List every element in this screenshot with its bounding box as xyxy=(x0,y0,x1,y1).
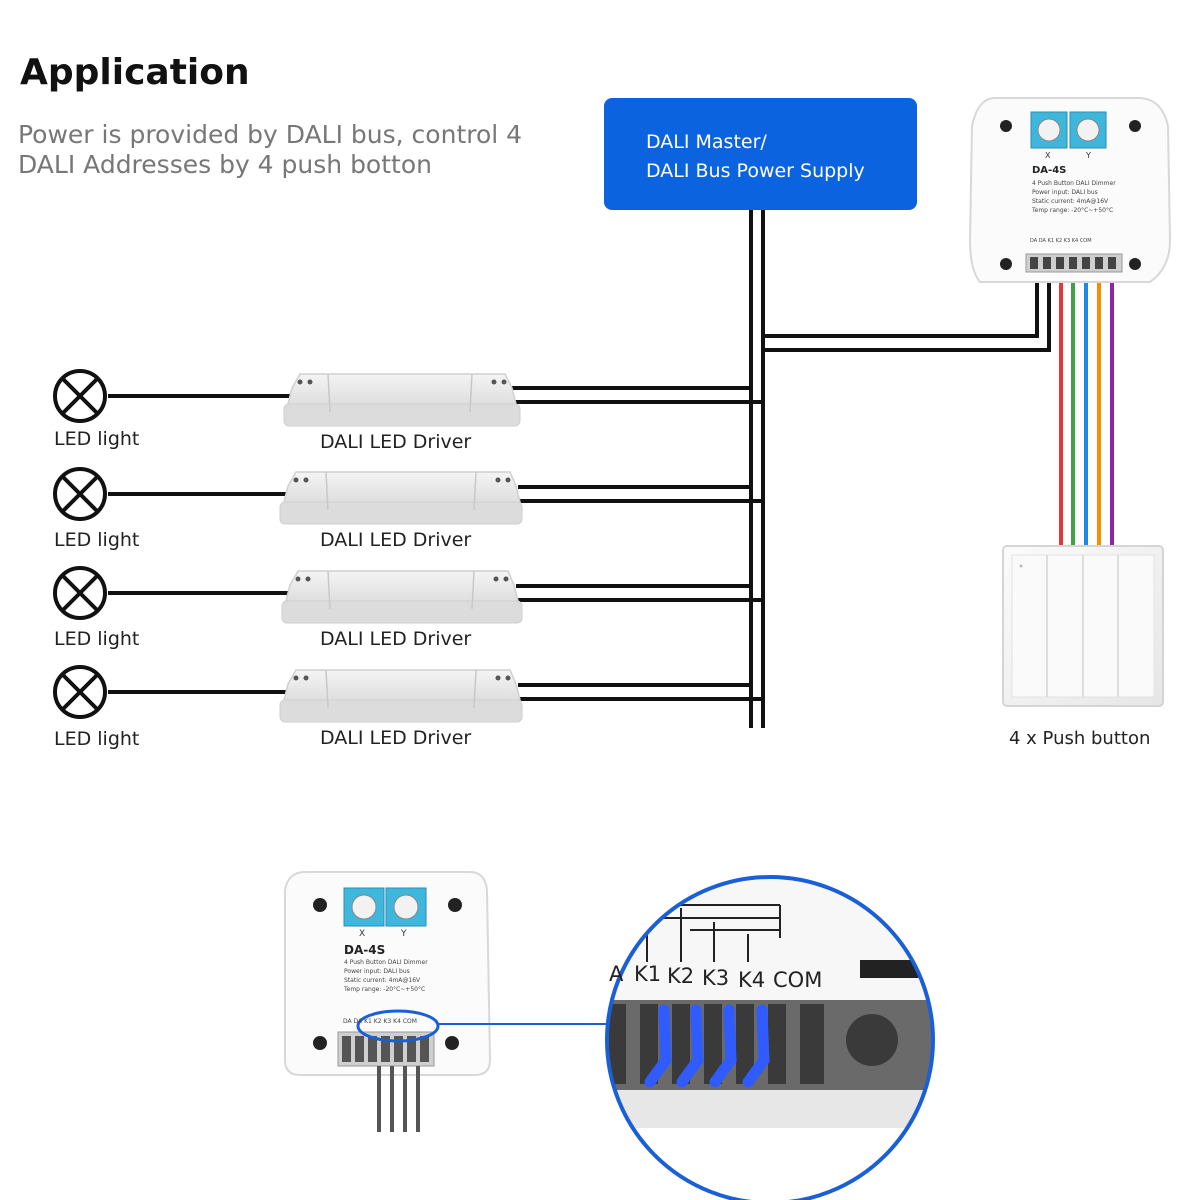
page-subtitle: Power is provided by DALI bus, control 4… xyxy=(18,120,578,180)
driver-label: DALI LED Driver xyxy=(320,431,472,453)
driver-label: DALI LED Driver xyxy=(320,529,472,551)
master-line-1: DALI Master/ xyxy=(646,131,767,153)
led-driver-row-4 xyxy=(53,665,763,723)
push-button-label: 4 x Push button xyxy=(1009,728,1151,749)
terminal-label: K3 xyxy=(383,1018,392,1025)
dali-driver-box xyxy=(281,570,523,624)
terminal-label: DA xyxy=(1038,238,1046,244)
terminal-label: DA xyxy=(353,1018,363,1025)
subtitle-line-2: DALI Addresses by 4 push botton xyxy=(18,150,432,179)
terminal-label: K2 xyxy=(1055,238,1063,244)
led-driver-row-1 xyxy=(53,369,763,427)
terminal-label: K1 xyxy=(364,1018,372,1025)
led-light-icon xyxy=(53,665,107,719)
dial-x-label: X xyxy=(359,929,366,939)
dial-y-label: Y xyxy=(1086,151,1091,160)
dimmer-spec-current: Static current: 4mA@16V xyxy=(1032,198,1109,205)
dimmer-spec-power: Power input: DALI bus xyxy=(344,968,410,975)
push-button-switch xyxy=(1002,545,1164,707)
led-light-icon xyxy=(53,467,107,521)
dali-master-label: DALI Master/ DALI Bus Power Supply xyxy=(646,128,865,186)
zoom-terminal-label: K1 xyxy=(634,962,662,986)
dimmer-terminal-labels: DA DA K1 K2 K3 K4 COM xyxy=(343,1018,417,1025)
dimmer-model: DA-4S xyxy=(344,943,386,957)
terminal-label: K1 xyxy=(1047,238,1055,244)
zoom-terminal-label: K4 xyxy=(738,968,766,992)
dimmer-model: DA-4S xyxy=(1032,165,1067,176)
dial-y-label: Y xyxy=(401,929,407,939)
led-driver-row-2 xyxy=(53,467,763,525)
page-title: Application xyxy=(20,52,250,93)
bus-to-dimmer-wires xyxy=(763,278,1051,352)
terminal-label: K4 xyxy=(1071,238,1079,244)
da4s-dimmer-bottom xyxy=(284,871,492,1132)
zoom-terminal-label: COM xyxy=(773,968,823,992)
terminal-label: COM xyxy=(1079,238,1092,244)
zoom-highlight xyxy=(356,1009,607,1043)
dimmer-spec-temp: Temp range: -20°C~+50°C xyxy=(1032,207,1114,214)
zoom-circle xyxy=(605,875,935,1200)
led-light-icon xyxy=(53,566,107,620)
dimmer-name: 4 Push Button DALI Dimmer xyxy=(1032,180,1116,187)
dali-bus-trunk xyxy=(749,208,765,728)
terminal-label: DA xyxy=(1030,238,1038,244)
terminal-label: K4 xyxy=(393,1018,401,1025)
dali-driver-box xyxy=(279,669,523,723)
led-light-icon xyxy=(53,369,107,423)
terminal-label: COM xyxy=(402,1018,417,1025)
driver-label: DALI LED Driver xyxy=(320,628,472,650)
zoom-terminal-label: A xyxy=(609,962,624,986)
dali-driver-box xyxy=(283,373,521,427)
terminal-label: DA xyxy=(343,1018,352,1025)
dali-master-box: DALI Master/ DALI Bus Power Supply xyxy=(604,98,917,210)
push-button-wires xyxy=(1059,278,1114,546)
driver-label: DALI LED Driver xyxy=(320,727,472,749)
led-light-label: LED light xyxy=(54,428,140,450)
zoom-terminal-label: K2 xyxy=(667,964,695,988)
led-light-label: LED light xyxy=(54,628,140,650)
dimmer-spec-current: Static current: 4mA@16V xyxy=(344,977,421,984)
dimmer-spec-temp: Temp range: -20°C~+50°C xyxy=(344,986,426,993)
zoom-terminal-label: K3 xyxy=(702,966,730,990)
da4s-dimmer-top xyxy=(968,97,1172,283)
led-light-label: LED light xyxy=(54,728,140,750)
terminal-label: K2 xyxy=(373,1018,382,1025)
dali-driver-box xyxy=(279,471,523,525)
dimmer-terminal-labels: DA DA K1 K2 K3 K4 COM xyxy=(1030,238,1092,244)
master-line-2: DALI Bus Power Supply xyxy=(646,160,865,182)
subtitle-line-1: Power is provided by DALI bus, control 4 xyxy=(18,120,523,149)
dimmer-spec-power: Power input: DALI bus xyxy=(1032,189,1098,196)
dial-x-label: X xyxy=(1045,151,1051,160)
dimmer-specs: 4 Push Button DALI Dimmer Power input: D… xyxy=(344,958,428,994)
terminal-label: K3 xyxy=(1063,238,1071,244)
led-light-label: LED light xyxy=(54,529,140,551)
led-driver-row-3 xyxy=(53,566,763,624)
dimmer-specs: 4 Push Button DALI Dimmer Power input: D… xyxy=(1032,179,1116,215)
dimmer-name: 4 Push Button DALI Dimmer xyxy=(344,959,428,966)
